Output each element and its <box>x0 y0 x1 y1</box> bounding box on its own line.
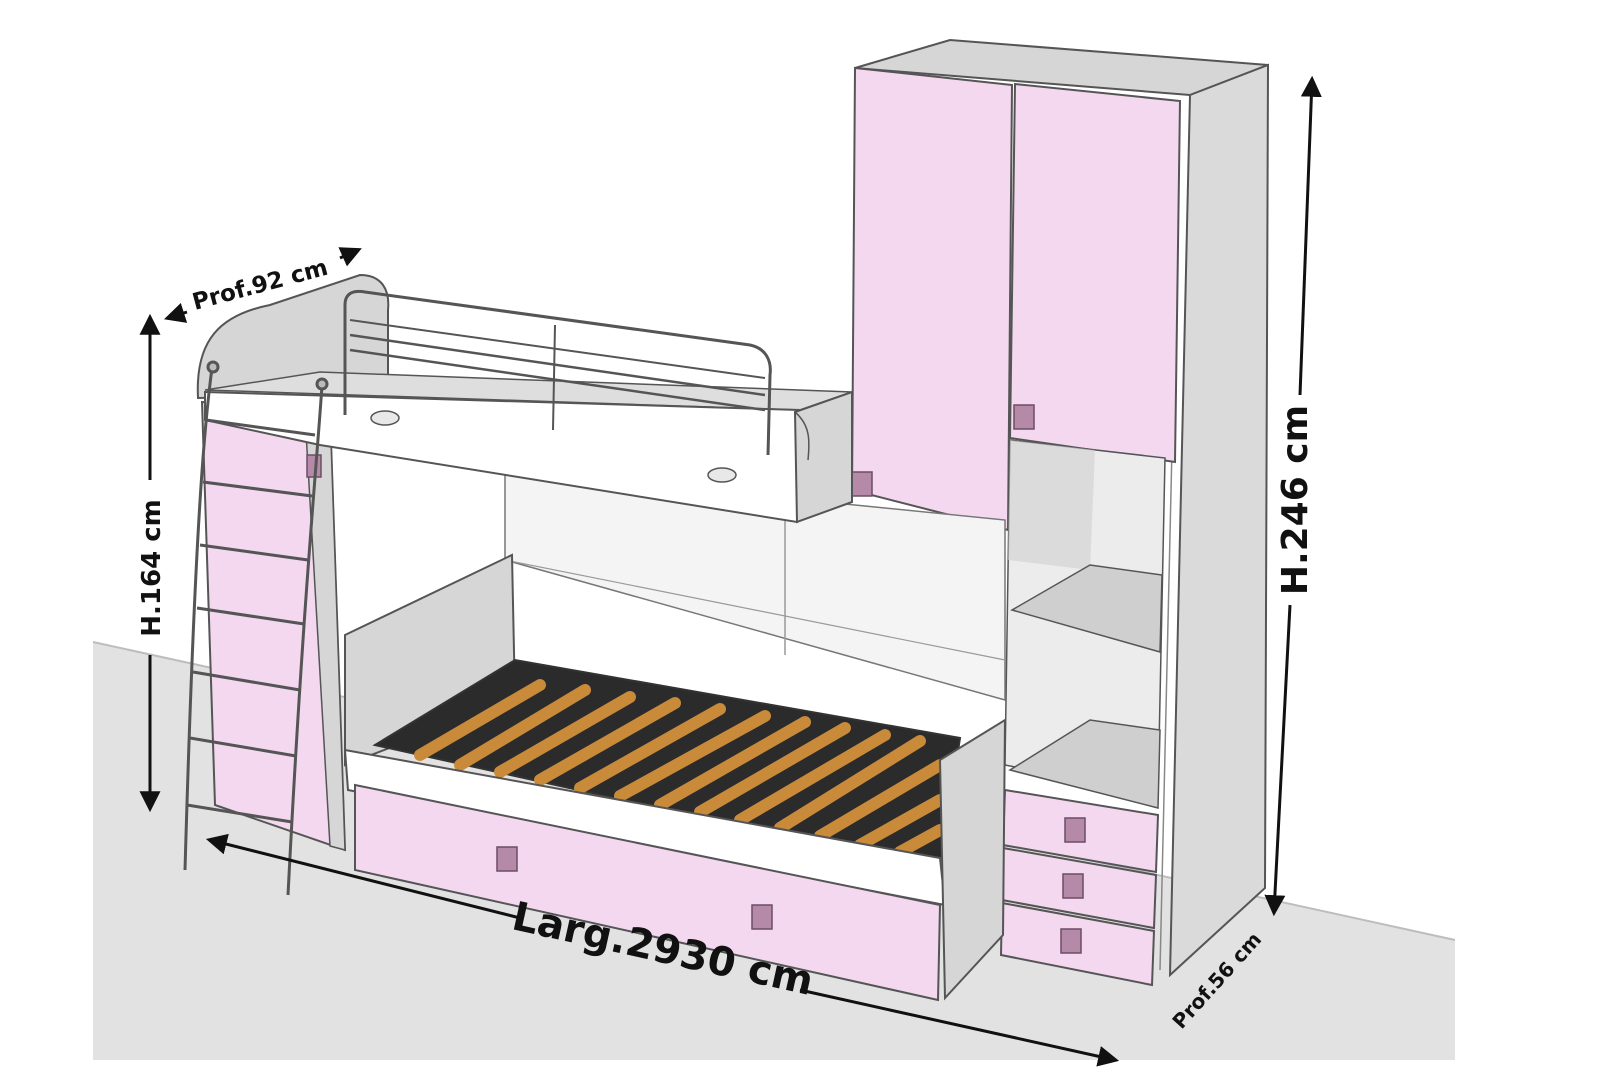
ladder <box>183 360 329 896</box>
lower-bed <box>343 469 1007 1002</box>
wardrobe-shelf-lower <box>1008 719 1161 809</box>
drawer-1-handle <box>1064 817 1086 843</box>
wardrobe-right-door-handle <box>1013 404 1035 430</box>
wardrobe-right-door <box>1008 82 1182 464</box>
wardrobe-left-door <box>850 66 1014 532</box>
dimension-arrows <box>139 75 1322 1067</box>
arrow-wardrobe-height-top <box>1298 75 1322 396</box>
lower-bed-footboard <box>938 718 1007 1001</box>
upper-bed-guard-rail <box>343 289 772 456</box>
upper-bed-front-face <box>204 390 802 524</box>
trundle-handle-right <box>751 904 773 930</box>
arrow-wardrobe-height-bottom <box>1264 604 1292 917</box>
upper-bed-foot-end <box>793 390 853 524</box>
arrow-width-right <box>799 988 1120 1067</box>
lower-bed-trundle-drawer <box>354 783 942 1002</box>
upper-bed <box>183 273 853 896</box>
drawer-2-handle <box>1062 873 1084 899</box>
wardrobe-left-door-handle <box>851 471 873 497</box>
drawer-3-handle <box>1060 928 1082 954</box>
label-wardrobe-height: H.246 cm <box>1275 405 1316 595</box>
wardrobe-unit <box>850 38 1270 987</box>
arrow-bed-depth-left <box>163 302 188 323</box>
arrow-bed-depth-right <box>338 247 362 267</box>
trundle-handle-left <box>496 846 518 872</box>
wardrobe-side-panel <box>1168 63 1270 978</box>
lower-bed-slats <box>414 679 946 858</box>
label-bed-height: H.164 cm <box>137 499 167 636</box>
upper-bed-headboard <box>196 273 390 400</box>
wardrobe-shelf-upper <box>1010 564 1163 653</box>
arrow-width-left <box>205 833 521 920</box>
